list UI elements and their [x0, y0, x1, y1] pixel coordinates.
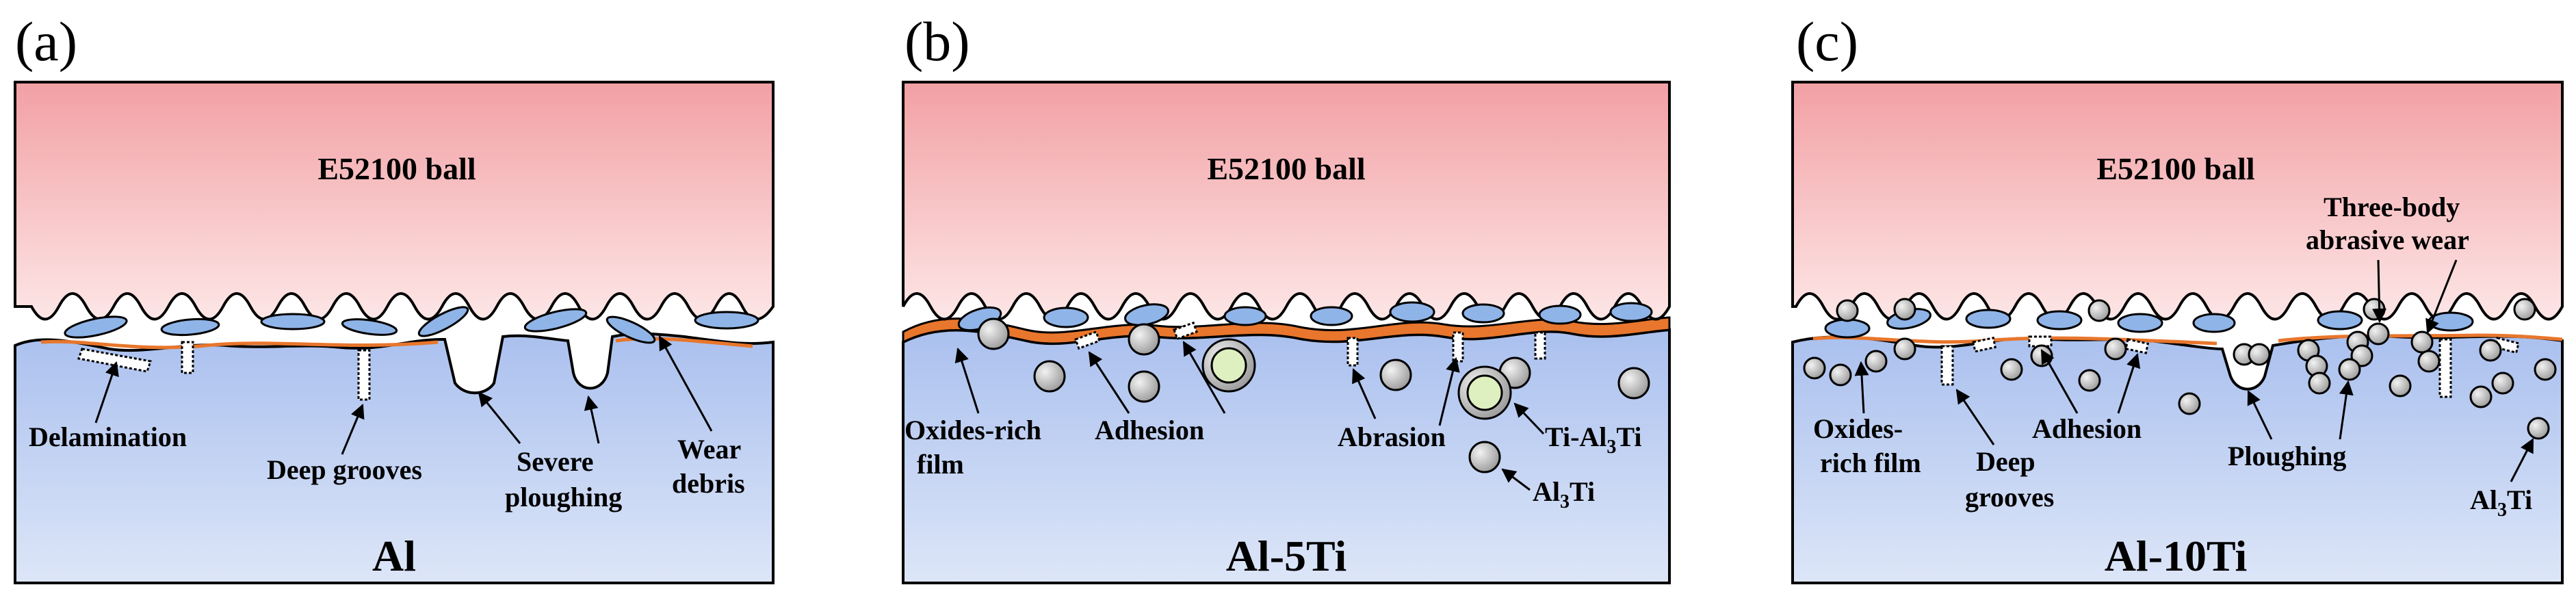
panel-b: (b) E52100 ball	[902, 10, 1671, 584]
panel-b-al3ti-particles	[977, 317, 1650, 473]
panel-b-ball-label: E52100 ball	[1207, 151, 1365, 186]
panel-c-label-oxides-1: Oxides-	[1813, 413, 1903, 444]
panel-c-wear-debris	[1824, 308, 2474, 339]
panel-b-label-oxides-1: Oxides-rich	[905, 415, 1041, 445]
panel-c-label-oxides-2: rich film	[1820, 447, 1921, 478]
panel-a-label-severe-2: ploughing	[505, 482, 622, 512]
panel-a-ball-label: E52100 ball	[317, 151, 476, 186]
panel-b-label-adhesion: Adhesion	[1095, 415, 1204, 445]
panel-c-label-adhesion: Adhesion	[2032, 413, 2142, 444]
panel-c-ball-label: E52100 ball	[2096, 151, 2254, 186]
panel-a-label-wear-2: debris	[672, 468, 745, 499]
panel-c-label-al3ti: Al3Ti	[2470, 484, 2532, 521]
panel-c-label-deep-2: grooves	[1965, 482, 2054, 512]
panel-b-label-al3ti: Al3Ti	[1533, 476, 1595, 512]
panel-c-label-threebody-1: Three-body	[2324, 192, 2460, 222]
panel-c-label-threebody-2: abrasive wear	[2306, 224, 2469, 255]
panel-b-label-abrasion: Abrasion	[1338, 421, 1446, 452]
panel-a-ball	[14, 81, 775, 321]
panel-c-label-deep-1: Deep	[1976, 446, 2035, 477]
panel-c: (c) E52100 ball	[1791, 10, 2564, 584]
panel-b-wear-debris	[957, 301, 1653, 332]
panel-b-tial3ti-particles	[1201, 338, 1512, 420]
panel-a-label-severe-1: Severe	[517, 446, 594, 477]
panel-b-label-tial3ti: Ti-Al3Ti	[1545, 421, 1641, 458]
panel-a-label-wear-1: Wear	[677, 434, 741, 465]
panel-b-label-oxides-2: film	[917, 449, 964, 480]
panel-c-tag: (c)	[1796, 10, 1858, 73]
panel-a-wear-debris	[64, 306, 759, 344]
panel-b-material: Al-5Ti	[1226, 532, 1347, 580]
panel-a-label-delamination: Delamination	[29, 421, 187, 452]
panel-c-label-ploughing: Ploughing	[2228, 441, 2346, 471]
panel-c-material: Al-10Ti	[2105, 532, 2248, 580]
panel-a-label-deep-grooves: Deep grooves	[267, 454, 422, 485]
panel-c-al3ti-particles	[1803, 298, 2557, 440]
panel-a: (a) E52100 ball Delamination Deep groove…	[14, 10, 775, 584]
panel-a-material: Al	[372, 532, 416, 580]
panel-b-tag: (b)	[905, 10, 970, 73]
panel-b-ball	[902, 81, 1671, 321]
panel-a-tag: (a)	[15, 10, 77, 73]
